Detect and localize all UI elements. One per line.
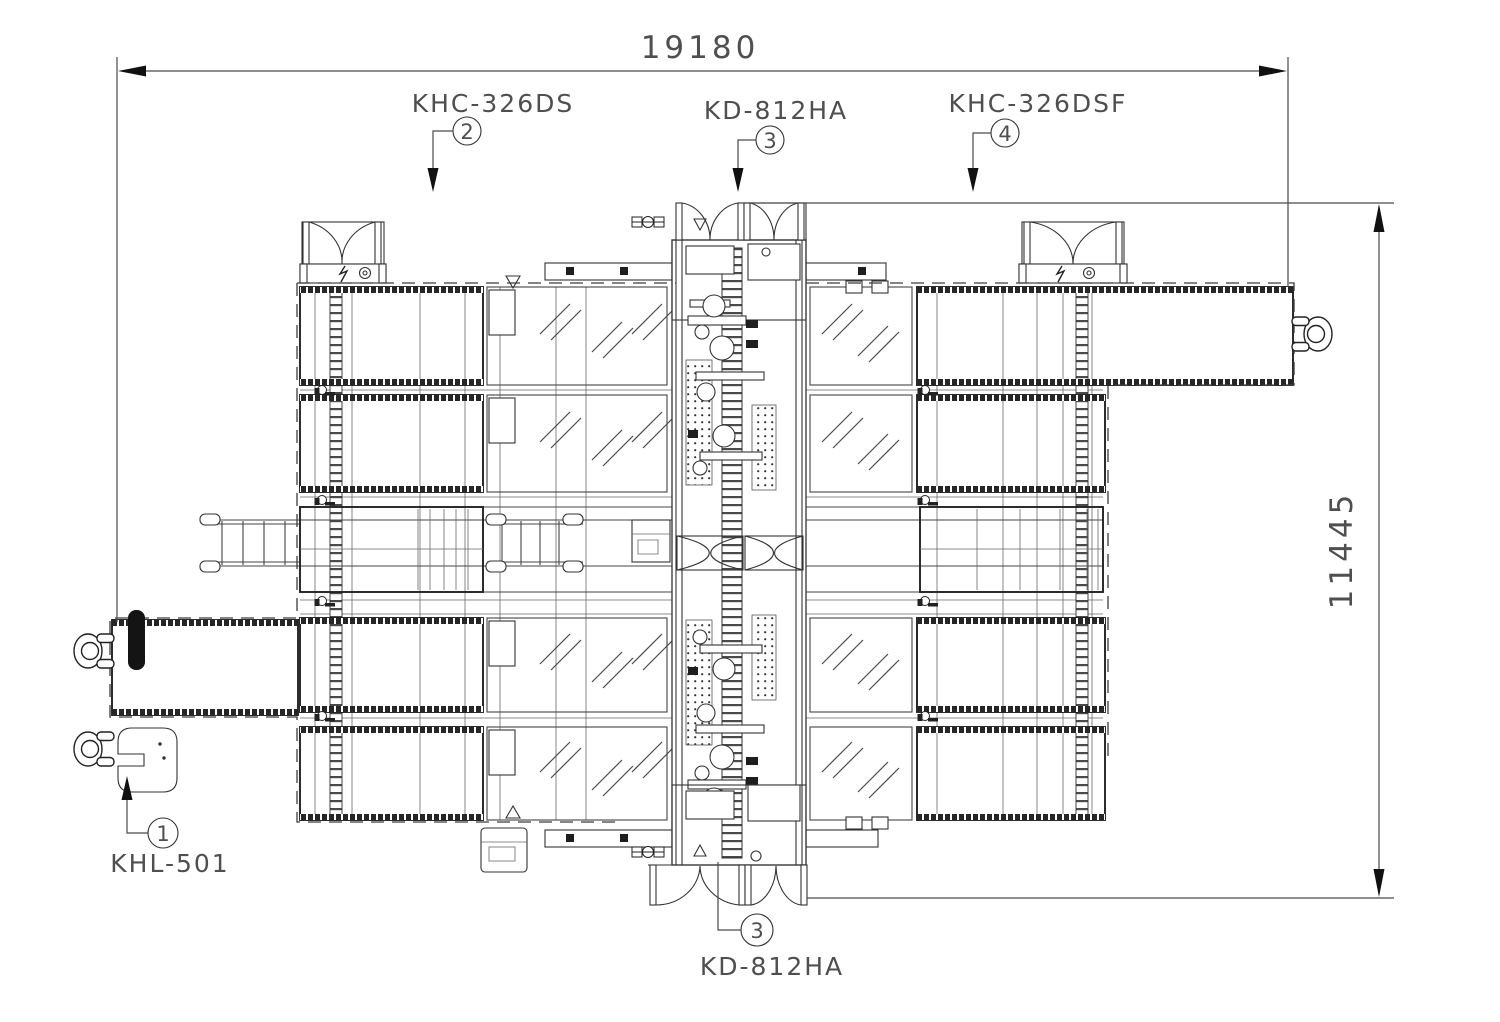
glass-break-mark — [821, 411, 864, 449]
glass-break-mark — [821, 303, 864, 341]
balloon-3-bottom — [740, 913, 774, 947]
panel-conveyor-left-4 — [486, 726, 674, 821]
pipe-fitting — [631, 216, 665, 228]
slat-bank-right-3 — [916, 617, 1106, 713]
roller-ladder-center — [485, 513, 584, 573]
layout-boundary — [109, 282, 1295, 823]
slat-bank-left-1 — [299, 286, 484, 386]
center-machine-column — [671, 239, 807, 866]
roller-ladder-left — [199, 513, 286, 573]
glass-break-mark — [591, 321, 634, 359]
cross-beams — [544, 262, 889, 848]
electrical-panel-left — [299, 263, 387, 284]
slat-bank-right-2 — [916, 394, 1106, 493]
slat-bank-right-4 — [916, 726, 1106, 821]
caster-foot — [917, 596, 939, 607]
operator-figure-left-bottom — [73, 731, 115, 767]
callout-khc326dsf: KHC-326DSF 4 — [949, 89, 1128, 192]
model-label-khc326ds: KHC-326DS — [412, 89, 575, 118]
balloon-1 — [147, 817, 179, 849]
transfer-frame-left — [299, 506, 484, 593]
stack-pillar — [128, 610, 145, 670]
callout-khc326ds: KHC-326DS 2 — [412, 89, 575, 192]
callout-kd812ha-bottom: 3 KD-812HA — [700, 862, 844, 981]
datum-triangle — [505, 804, 707, 857]
floor-symbols — [314, 216, 939, 858]
model-label-khl501: KHL-501 — [110, 849, 229, 878]
panel-conveyor-left-3 — [486, 617, 674, 713]
dimension-right: 11445 — [745, 202, 1394, 899]
glass-break-mark — [591, 429, 634, 467]
balloon-3-top-number: 3 — [763, 129, 776, 153]
callout-khl501: 1 KHL-501 — [110, 776, 229, 878]
model-label-khc326dsf: KHC-326DSF — [949, 89, 1128, 118]
machine-head-bottom — [671, 784, 807, 866]
machine-cluster-upper — [685, 294, 777, 491]
slat-bank-left-4 — [299, 726, 484, 821]
overall-height-dimension: 11445 — [1324, 491, 1360, 610]
glass-break-mark — [539, 741, 582, 779]
caster-foot — [917, 385, 939, 396]
glass-break-mark — [821, 633, 864, 671]
double-door-bottom-center — [648, 864, 808, 906]
door-and-panel-top-left — [299, 221, 387, 284]
pipe-fitting — [631, 846, 665, 858]
door-and-panel-top-right — [1018, 221, 1128, 284]
glass-break-mark — [539, 303, 582, 341]
chain-track-left — [329, 286, 343, 821]
datum-triangle — [505, 218, 707, 290]
glass-break-mark — [539, 411, 582, 449]
double-door-top-center — [672, 202, 807, 241]
panel-conveyor-right-1 — [809, 286, 913, 386]
operator-figure-left-top — [73, 633, 115, 669]
transfer-frame-right — [919, 506, 1104, 593]
glass-break-mark — [821, 741, 864, 779]
electrical-panel-right — [1018, 263, 1128, 284]
slat-conveyor-banks — [111, 286, 1294, 821]
slat-bank-left-2 — [299, 394, 484, 493]
dimension-top: 19180 — [116, 30, 1289, 622]
control-box-mid — [631, 519, 671, 563]
operator-figure-right — [1291, 316, 1333, 352]
balloon-1-number: 1 — [156, 822, 169, 846]
model-label-kd812ha-bottom: KD-812HA — [700, 952, 844, 981]
overall-width-dimension: 19180 — [641, 30, 760, 66]
panel-conveyor-right-4 — [809, 726, 913, 821]
panel-conveyor-right-2 — [809, 394, 913, 493]
glass-break-mark — [857, 325, 900, 363]
panel-conveyor-left-2 — [486, 394, 674, 493]
glass-break-mark — [857, 433, 900, 471]
pallet-truck-khl501 — [117, 727, 178, 793]
callout-kd812ha-top: KD-812HA 3 — [704, 96, 848, 192]
glass-break-mark — [539, 633, 582, 671]
glass-break-mark — [857, 761, 900, 799]
balloon-3-bottom-number: 3 — [750, 919, 763, 943]
glass-break-mark — [591, 759, 634, 797]
pass-through-gates — [676, 535, 804, 571]
slat-bank-left-3 — [299, 617, 484, 713]
balloon-4-number: 4 — [998, 122, 1011, 146]
glass-break-mark — [857, 653, 900, 691]
slat-bank-right-1-long — [916, 286, 1294, 386]
pedestal-control-box — [480, 827, 528, 873]
lightning-icon — [1055, 265, 1066, 283]
panel-conveyor-left-1 — [486, 286, 674, 386]
glass-break-mark — [591, 651, 634, 689]
lightning-icon — [338, 265, 349, 283]
model-label-kd812ha-top: KD-812HA — [704, 96, 848, 125]
chain-track-right — [1075, 286, 1089, 816]
caster-foot — [917, 711, 939, 722]
panel-conveyor-right-3 — [809, 617, 913, 713]
balloon-2-number: 2 — [460, 120, 473, 144]
